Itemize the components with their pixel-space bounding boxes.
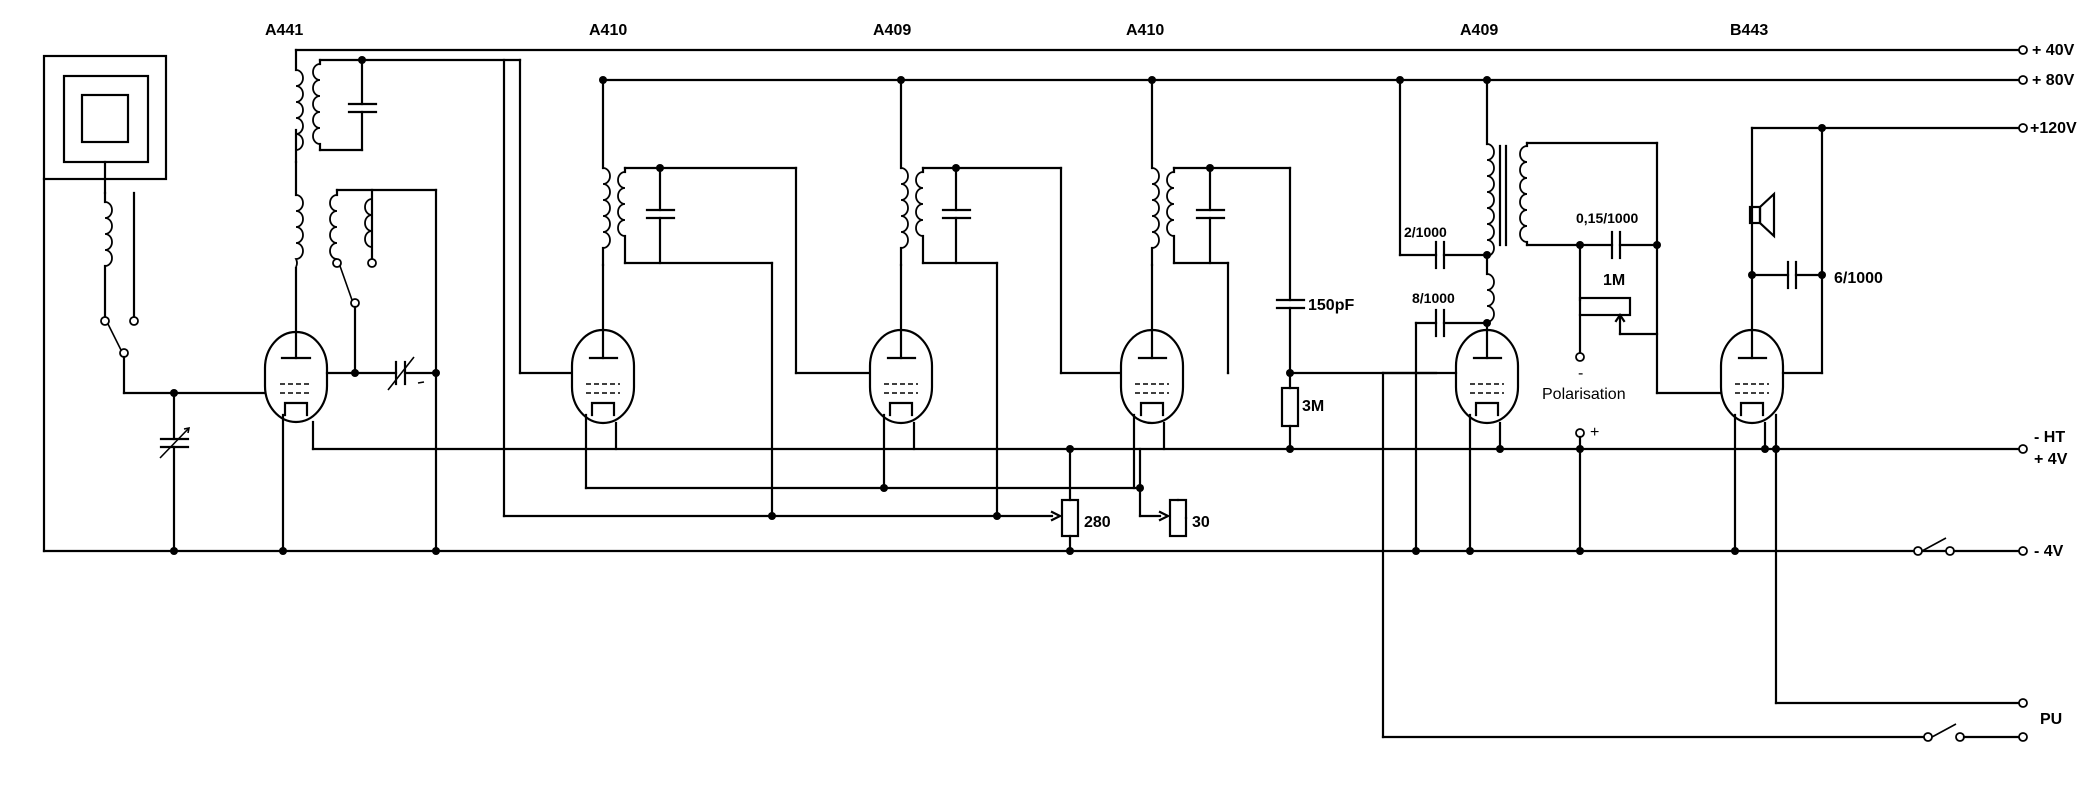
tube-a409-2: A409 <box>1454 22 1520 425</box>
pot-30: 30 <box>1138 486 1210 538</box>
interstage-network: 0,15/1000 1M - Polarisation + <box>1542 210 1723 553</box>
terminal-pu-1[interactable] <box>2018 698 2028 708</box>
label-280: 280 <box>1084 514 1111 531</box>
terminal-pu-2[interactable] <box>2018 732 2028 742</box>
rail-label-40v: + 40V <box>2032 42 2075 59</box>
terminal-minus-4v[interactable] <box>2018 546 2028 556</box>
label-pol-plus: + <box>1590 424 1599 441</box>
tuning-capacitor <box>122 391 289 553</box>
rail-labels: + 40V + 80V +120V - HT + 4V - 4V PU <box>2030 42 2077 728</box>
tube-label-a410-1: A410 <box>589 22 627 39</box>
a410-1-wiring <box>584 78 1142 518</box>
tube-a441: A441 <box>263 22 329 424</box>
tube-label-a409-1: A409 <box>873 22 911 39</box>
tube-label-a441: A441 <box>265 22 303 39</box>
rail-label-120v: +120V <box>2030 120 2077 137</box>
label-0-15-1000: 0,15/1000 <box>1576 210 1638 226</box>
terminal-ht-4v[interactable] <box>2018 444 2028 454</box>
terminal-plus-40v[interactable] <box>2018 45 2028 55</box>
label-pol-minus: - <box>1578 365 1583 382</box>
rail-label-ht: - HT <box>2034 429 2065 446</box>
terminal-plus-80v[interactable] <box>2018 75 2028 85</box>
rail-label-minus-4v: - 4V <box>2034 543 2064 560</box>
label-8-1000: 8/1000 <box>1412 290 1455 306</box>
rail-label-pu: PU <box>2040 711 2062 728</box>
label-150pf: 150pF <box>1308 297 1354 314</box>
coupling-150pf: 150pF 3M <box>1275 166 1438 451</box>
label-6-1000: 6/1000 <box>1834 270 1883 287</box>
label-2-1000: 2/1000 <box>1404 224 1447 240</box>
rail-label-80v: + 80V <box>2032 72 2075 89</box>
label-1m: 1M <box>1603 272 1625 289</box>
terminal-plus-120v[interactable] <box>2018 123 2028 133</box>
a409-1-wiring <box>882 78 1123 518</box>
loop-antenna <box>42 54 168 553</box>
rails <box>42 48 2021 739</box>
tube-a409-1: A409 <box>868 22 934 425</box>
tube-label-b443: B443 <box>1730 22 1768 39</box>
a409-2-wiring: 2/1000 8/1000 <box>1381 78 1659 739</box>
switch-4v[interactable] <box>1913 537 2021 556</box>
antenna-coil <box>103 191 136 318</box>
a410-2-wiring <box>1132 78 1292 490</box>
junctions <box>170 56 1826 555</box>
b443-wiring: 6/1000 <box>1733 126 2021 705</box>
label-30: 30 <box>1192 514 1210 531</box>
tube-a410-1: A410 <box>570 22 636 425</box>
label-3m: 3M <box>1302 398 1324 415</box>
a441-wiring <box>281 48 574 553</box>
switch-pu[interactable] <box>1923 723 2021 742</box>
label-polarisation: Polarisation <box>1542 386 1626 403</box>
tube-label-a409-2: A409 <box>1460 22 1498 39</box>
rail-terminals[interactable] <box>2018 45 2028 742</box>
loudspeaker-icon <box>1748 191 1776 239</box>
rail-label-plus-4v: + 4V <box>2034 451 2068 468</box>
pot-280: 280 <box>502 447 1111 553</box>
tube-label-a410-2: A410 <box>1126 22 1164 39</box>
antenna-switch <box>100 316 139 395</box>
